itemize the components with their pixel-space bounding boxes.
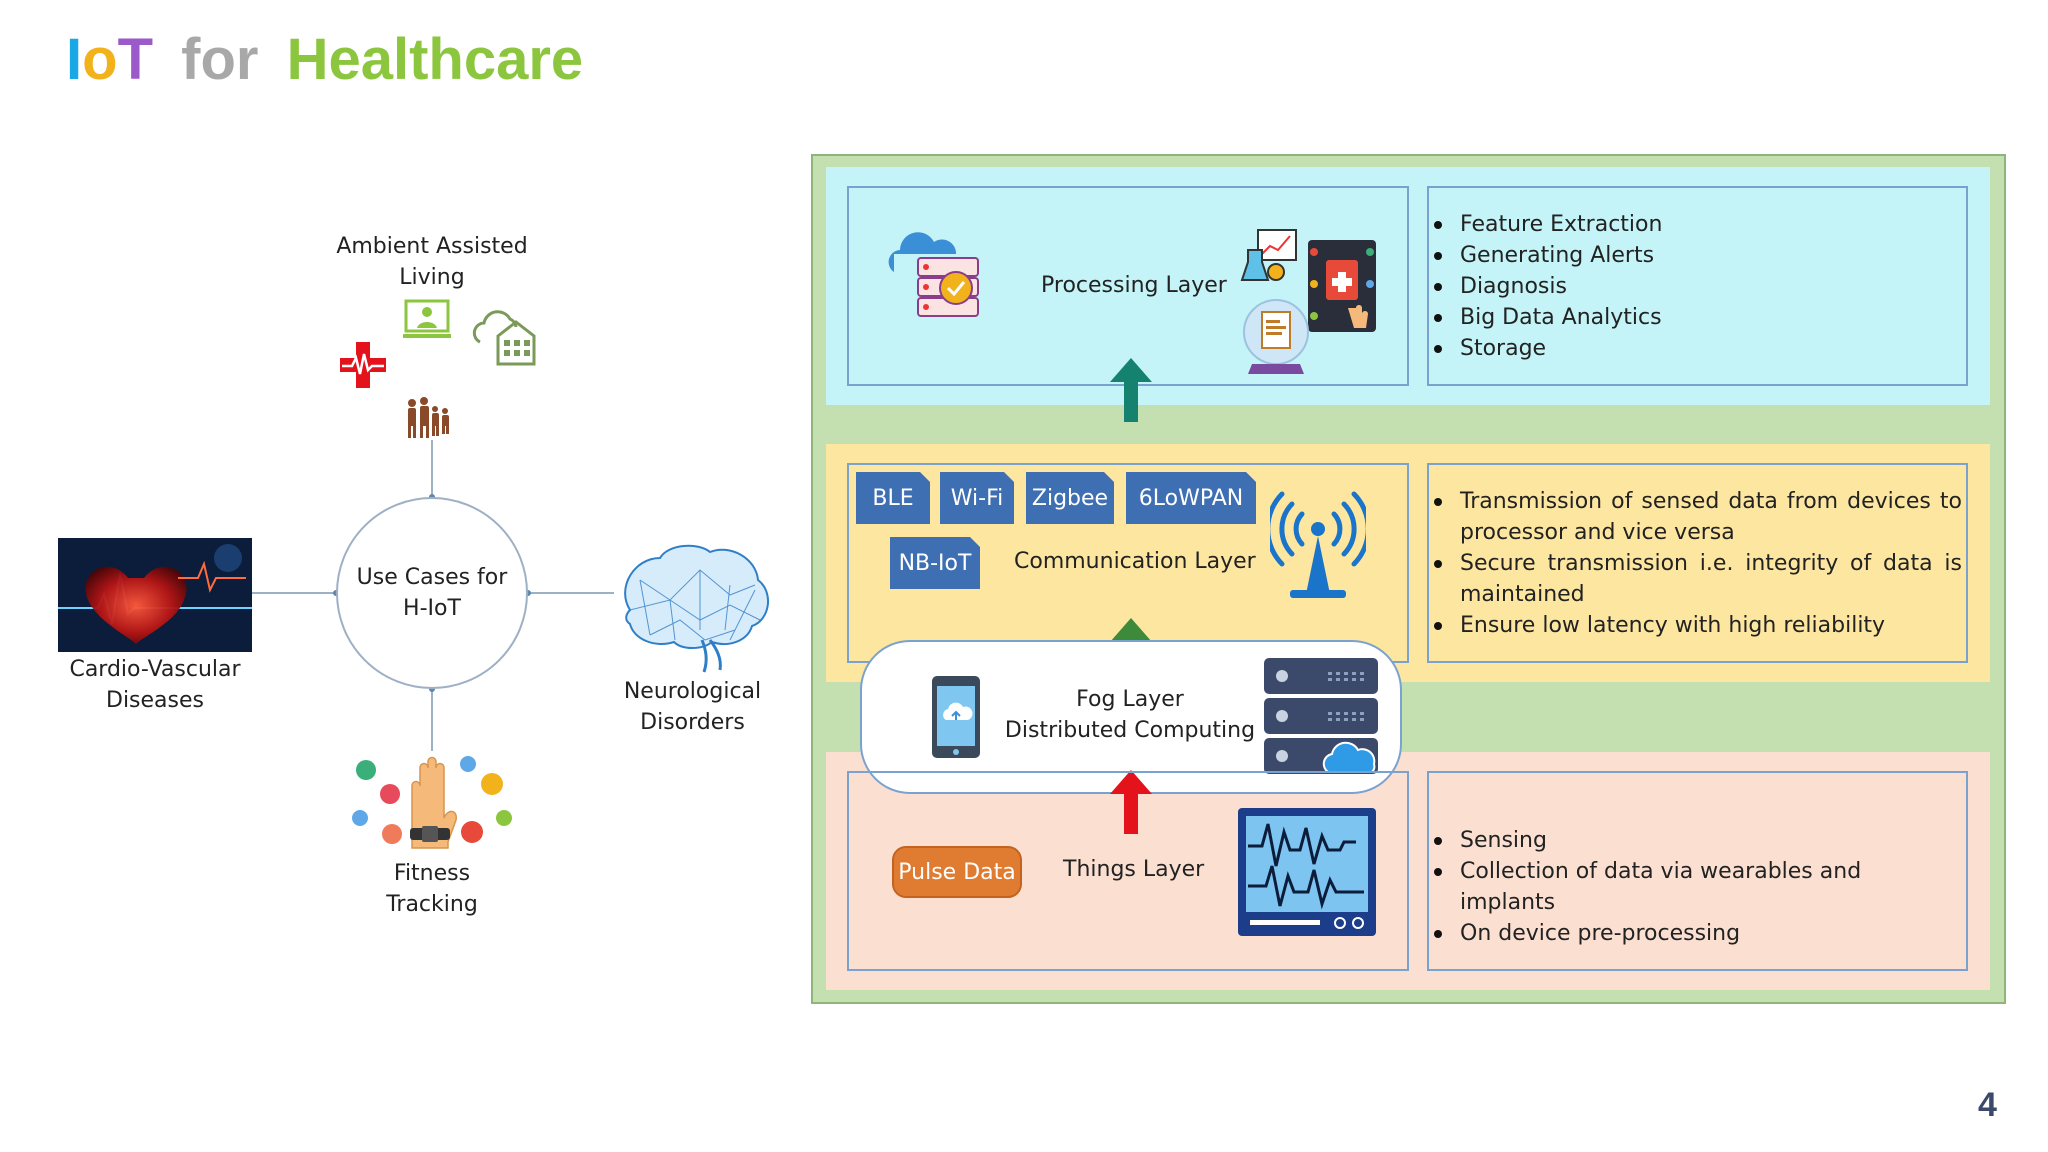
fog-layer-label: Fog Layer Distributed Computing xyxy=(990,684,1270,746)
processing-bullets-box xyxy=(1427,186,1968,386)
server-stack-icon xyxy=(1264,658,1378,774)
connector-top xyxy=(431,440,433,498)
smartphone-cloud-icon xyxy=(932,676,980,758)
title-healthcare: Healthcare xyxy=(286,27,584,92)
things-layer-box xyxy=(847,771,1409,971)
connector-dot xyxy=(525,590,531,596)
fitness-label: Fitness Tracking xyxy=(386,861,478,917)
heart-ecg-image xyxy=(58,538,252,652)
cardio-label: Cardio-Vascular Diseases xyxy=(69,657,241,713)
ambient-label: Ambient Assisted Living xyxy=(336,234,528,290)
communication-layer-label: Communication Layer xyxy=(1014,549,1256,574)
connector-right xyxy=(528,592,614,594)
processing-bullets: Feature Extraction Generating Alerts Dia… xyxy=(1428,209,1948,364)
arrow-up-teal-icon xyxy=(1110,358,1152,422)
communication-bullet: Secure transmission i.e. integrity of da… xyxy=(1428,548,1962,610)
connector-left xyxy=(250,592,337,594)
protocol-6lowpan: 6LoWPAN xyxy=(1126,472,1256,524)
protocol-ble: BLE xyxy=(856,472,930,524)
use-cases-hub: Use Cases for H-IoT xyxy=(336,497,528,689)
processing-bullet: Big Data Analytics xyxy=(1428,302,1948,333)
things-bullet: Sensing xyxy=(1428,825,1962,856)
processing-bullet: Diagnosis xyxy=(1428,271,1948,302)
things-bullets: Sensing Collection of data via wearables… xyxy=(1428,825,1962,949)
neuro-label: Neurological Disorders xyxy=(623,679,762,735)
medical-cross-icon xyxy=(340,342,386,388)
communication-bullet: Transmission of sensed data from devices… xyxy=(1428,486,1962,548)
fog-layer-title: Fog Layer xyxy=(1076,687,1184,712)
monitor-person-icon xyxy=(403,299,451,338)
globe-report-icon xyxy=(1243,299,1309,374)
cloud-server-icon xyxy=(888,232,979,317)
hub-label: Use Cases for H-IoT xyxy=(356,565,508,621)
page-title: IoT for Healthcare xyxy=(66,26,583,93)
protocol-nbiot: NB-IoT xyxy=(890,537,980,589)
processing-bullet: Storage xyxy=(1428,333,1948,364)
page-number: 4 xyxy=(1978,1086,1997,1124)
communication-bullets: Transmission of sensed data from devices… xyxy=(1428,486,1962,641)
things-layer-label: Things Layer xyxy=(1063,857,1205,882)
antenna-icon xyxy=(1270,491,1366,598)
medical-app-icon xyxy=(1308,240,1376,332)
communication-bullet: Ensure low latency with high reliability xyxy=(1428,610,1962,641)
hand-wearable-icon xyxy=(352,756,512,849)
processing-bullet: Generating Alerts xyxy=(1428,240,1948,271)
ecg-monitor-icon xyxy=(1238,808,1376,936)
arrow-up-red-icon xyxy=(1110,770,1152,834)
connector-dot xyxy=(429,686,435,692)
title-for: for xyxy=(181,27,259,92)
processing-bullet: Feature Extraction xyxy=(1428,209,1948,240)
fog-layer-subtitle: Distributed Computing xyxy=(1004,718,1256,743)
things-bullets-box xyxy=(1427,771,1968,971)
communication-bullets-box xyxy=(1427,463,1968,663)
lab-analytics-icon xyxy=(1240,229,1297,281)
brain-mesh-image xyxy=(624,544,770,673)
protocol-zigbee: Zigbee xyxy=(1026,472,1114,524)
connector-bottom xyxy=(431,689,433,751)
things-bullet: Collection of data via wearables and imp… xyxy=(1428,856,1962,918)
pulse-data-tag: Pulse Data xyxy=(892,846,1022,898)
things-bullet: On device pre-processing xyxy=(1428,918,1962,949)
protocol-wifi: Wi-Fi xyxy=(940,472,1014,524)
cloud-building-icon xyxy=(472,310,536,366)
title-iot: IoT xyxy=(66,27,153,92)
family-icon xyxy=(408,397,449,438)
processing-layer-label: Processing Layer xyxy=(1041,273,1227,298)
